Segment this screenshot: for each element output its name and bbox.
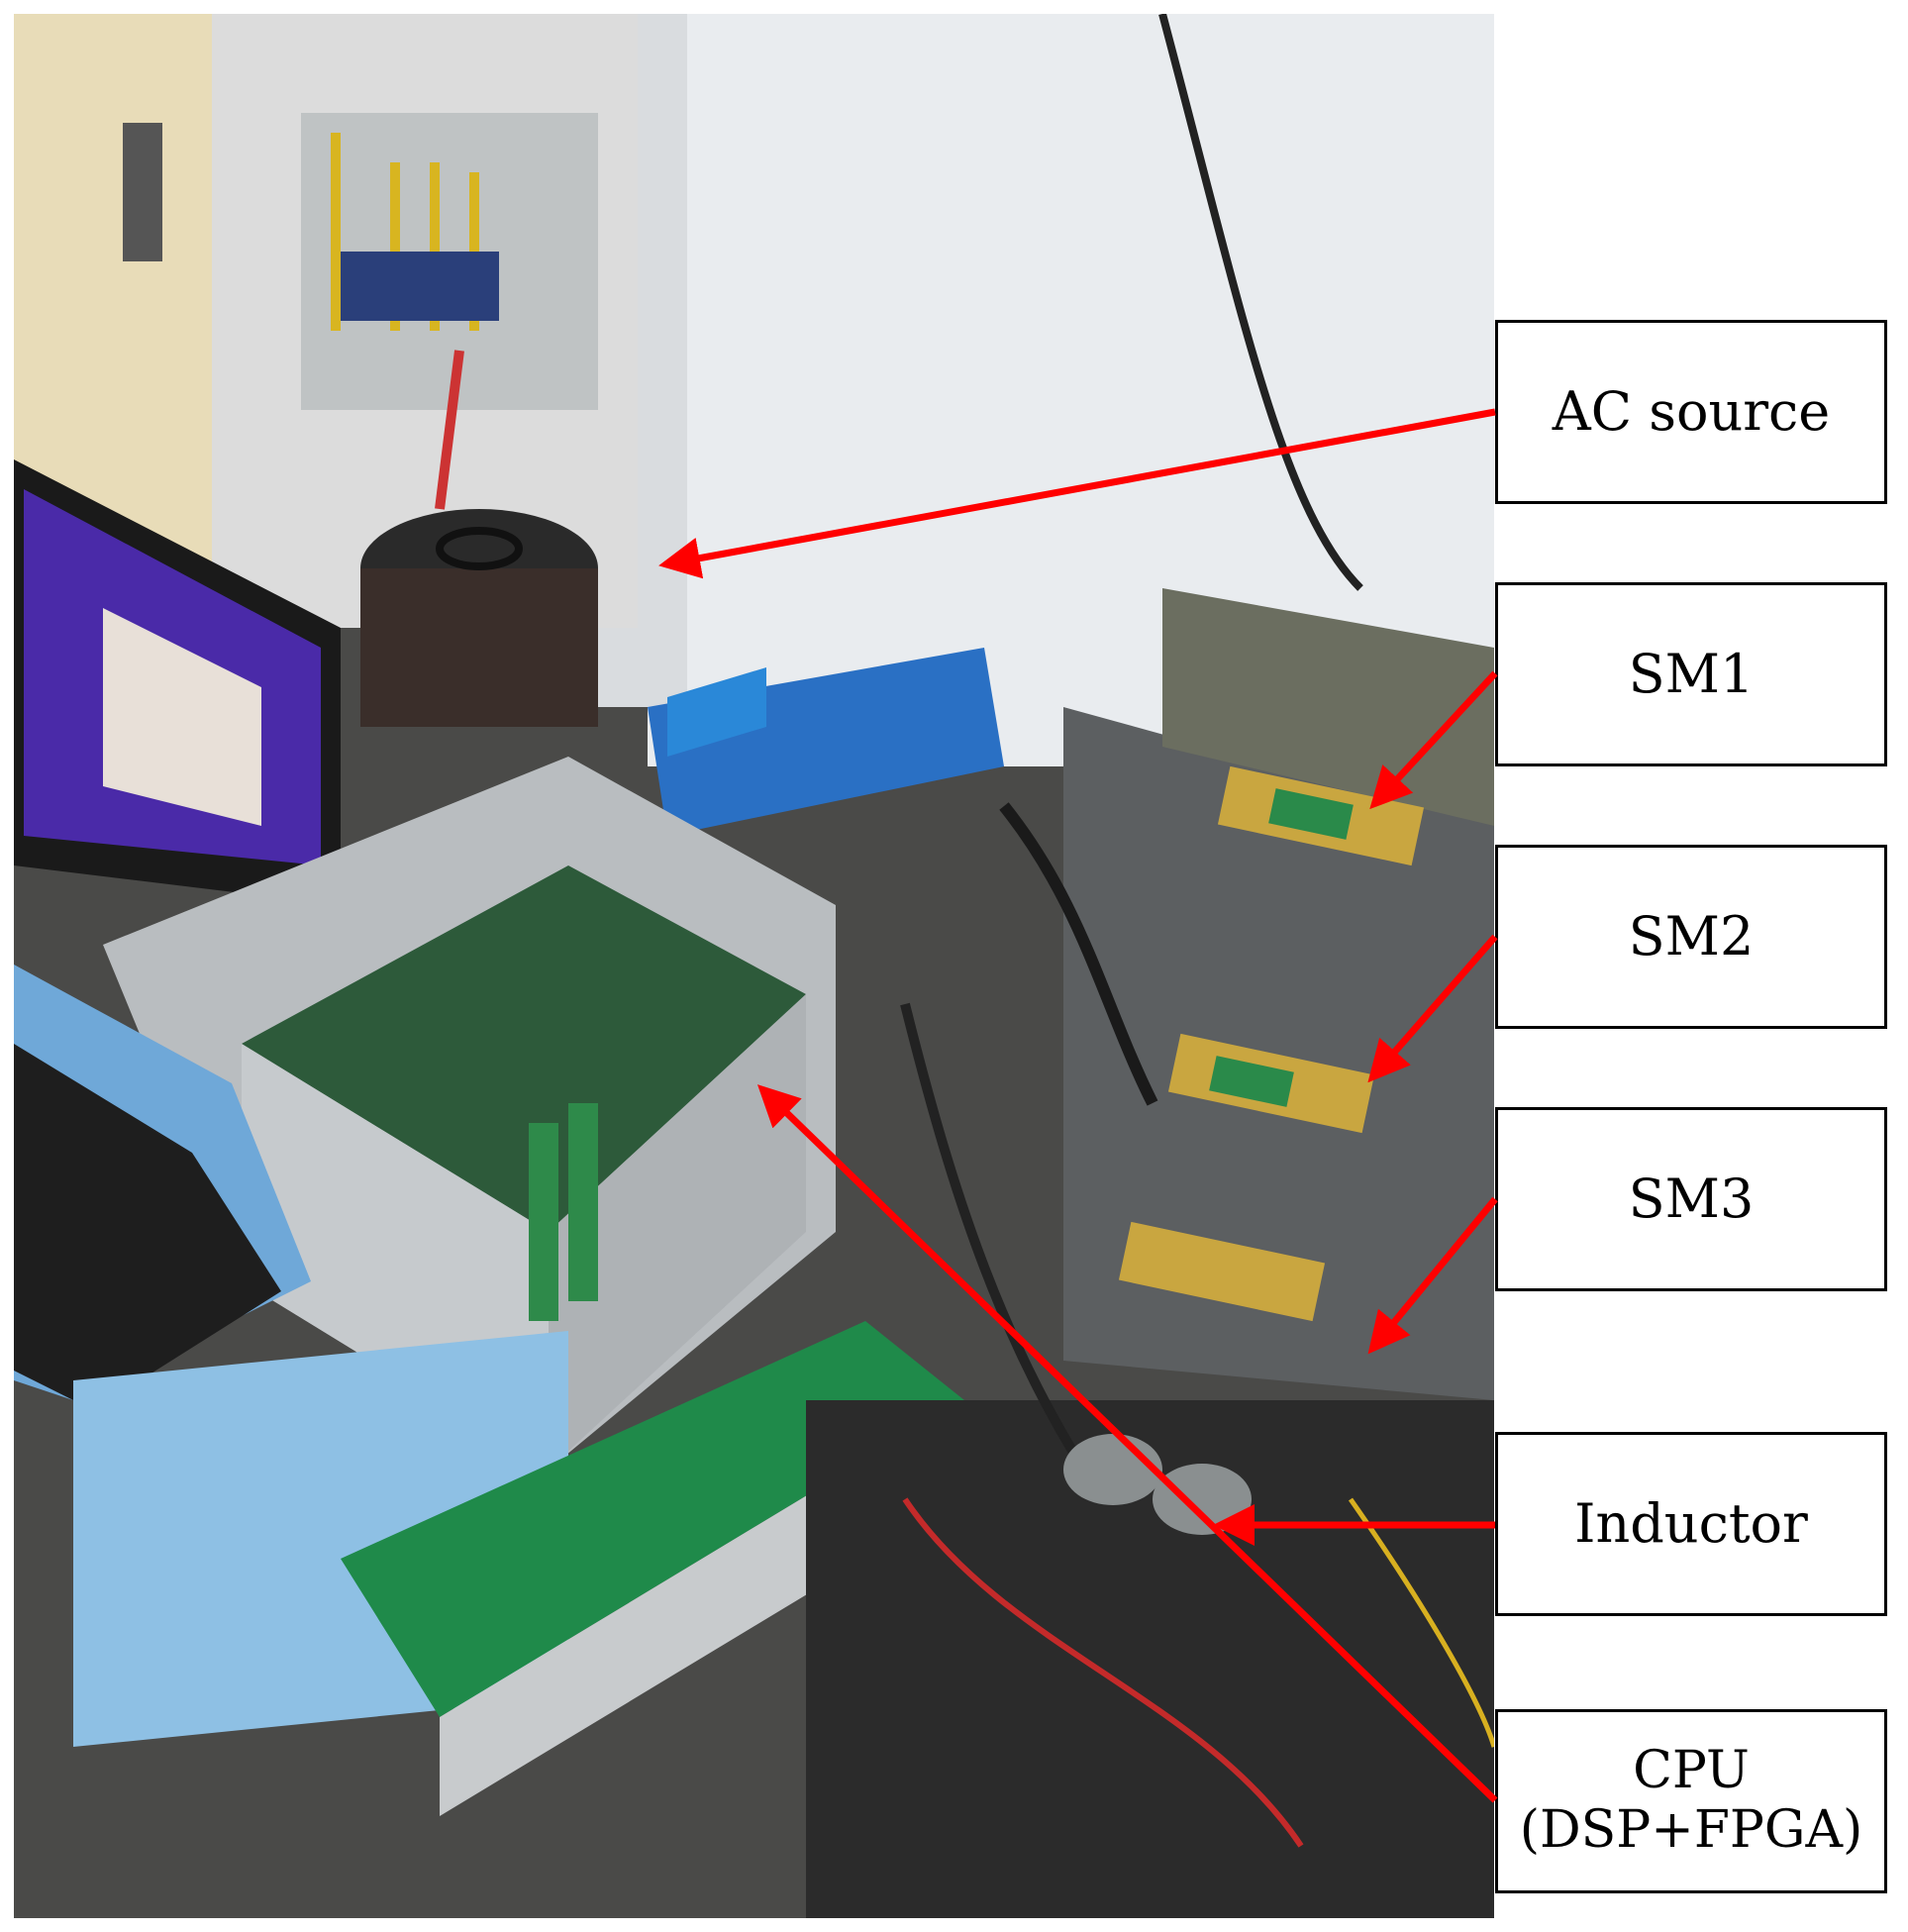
label-sm2: SM2	[1495, 845, 1887, 1029]
lab-photo	[14, 14, 1494, 1918]
label-cpu: CPU (DSP+FPGA)	[1495, 1709, 1887, 1893]
label-inductor: Inductor	[1495, 1432, 1887, 1616]
label-sm1: SM1	[1495, 582, 1887, 766]
label-ac-source: AC source	[1495, 320, 1887, 504]
label-sm3: SM3	[1495, 1107, 1887, 1291]
